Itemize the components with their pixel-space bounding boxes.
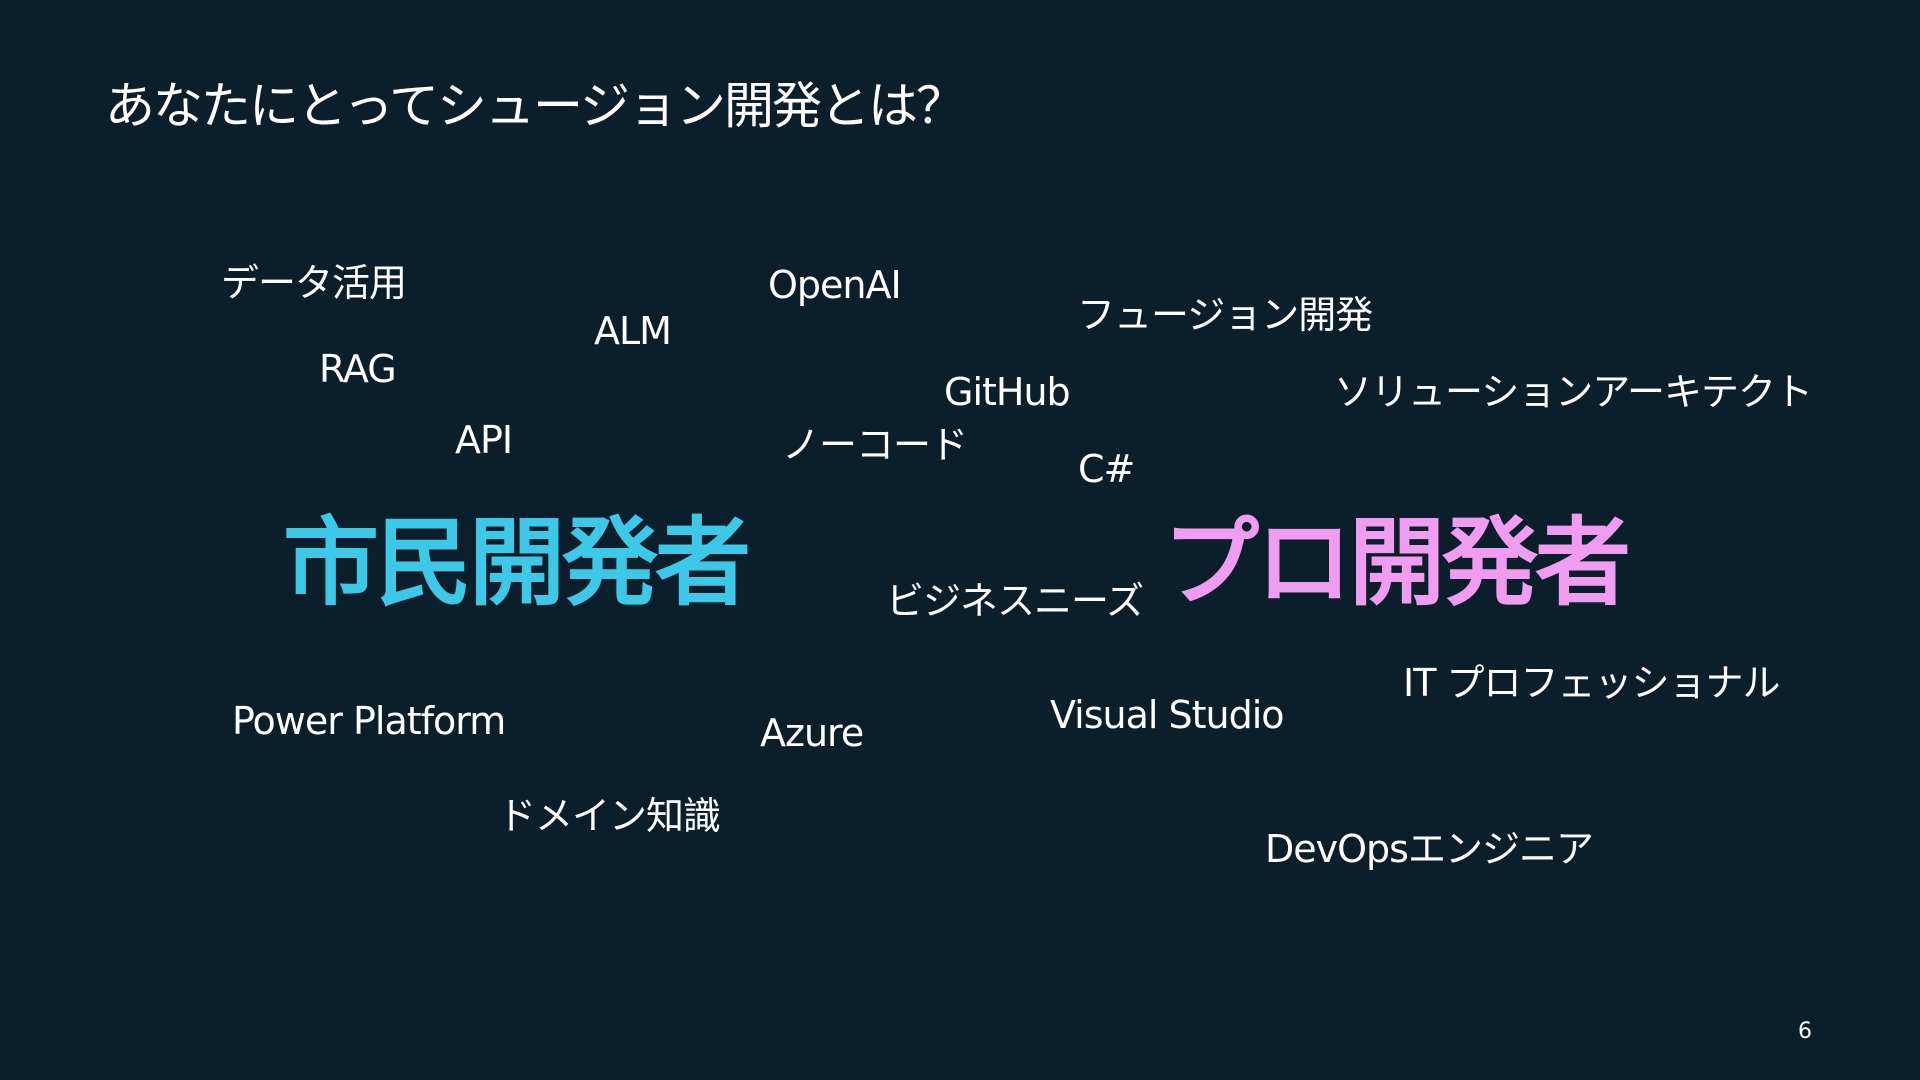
pro-developer-heading: プロ開発者	[1163, 507, 1631, 619]
word-no-code: ノーコード	[782, 423, 968, 467]
slide-title: あなたにとってシュージョン開発とは？	[105, 77, 966, 135]
word-solution-architect: ソリューションアーキテクト	[1334, 370, 1813, 414]
page-number: 6	[1798, 1019, 1812, 1044]
word-azure: Azure	[760, 711, 864, 755]
word-alm: ALM	[594, 309, 672, 353]
word-github: GitHub	[944, 370, 1071, 414]
word-visual-studio: Visual Studio	[1050, 693, 1285, 737]
citizen-developer-heading: 市民開発者	[283, 507, 751, 619]
word-rag: RAG	[319, 347, 397, 391]
word-it-professional: IT プロフェッショナル	[1403, 661, 1780, 705]
word-csharp: C#	[1078, 447, 1135, 491]
word-fusion-development: フュージョン開発	[1077, 293, 1373, 337]
word-devops-engineer: DevOpsエンジニア	[1265, 827, 1594, 871]
word-power-platform: Power Platform	[232, 699, 506, 743]
word-openai: OpenAI	[768, 263, 902, 307]
word-api: API	[455, 418, 513, 462]
word-business-needs: ビジネスニーズ	[886, 579, 1144, 623]
word-data-utilization: データ活用	[221, 261, 407, 305]
word-domain-knowledge: ドメイン知識	[498, 794, 721, 838]
